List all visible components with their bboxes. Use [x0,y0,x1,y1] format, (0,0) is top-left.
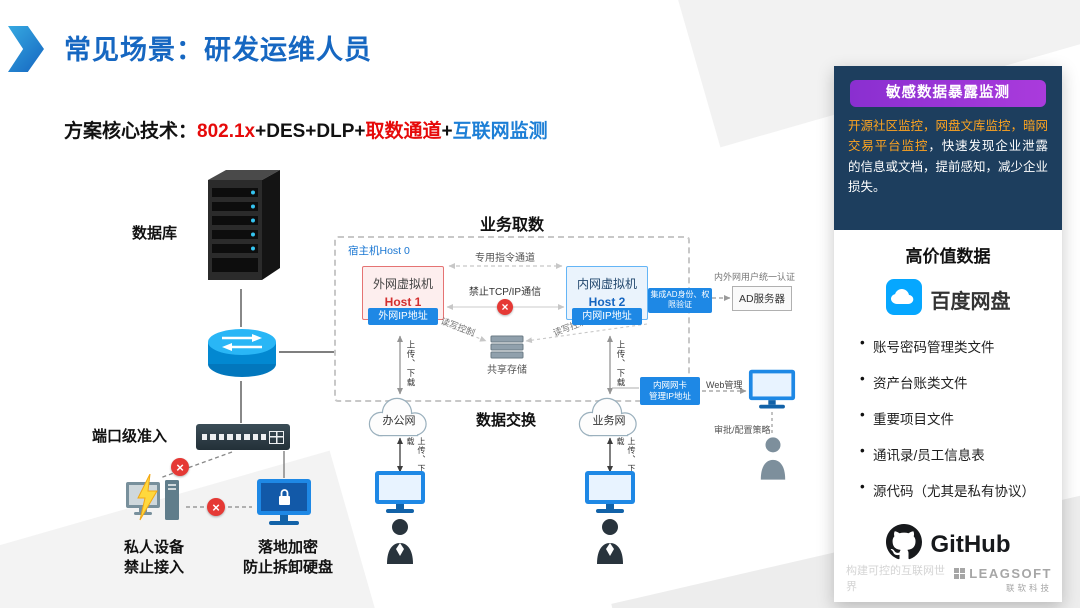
vm-external-host: Host 1 [384,295,422,309]
block-x-icon: × [207,498,225,516]
business-net-label: 业务网 [592,415,626,427]
github-label: GitHub [930,530,1011,558]
updown-label: 上传、下载 [616,437,636,473]
tech-channel: 取数通道 [365,121,442,142]
tech-internet-monitor: 互联网监测 [452,121,548,142]
github-icon [885,524,922,565]
tech-des-dlp: +DES+DLP+ [255,121,366,142]
vm-internal-host: Host 2 [588,295,626,309]
block-x-icon: × [497,299,513,315]
shared-storage-icon [489,334,525,365]
shared-storage-label: 共享存储 [487,365,527,376]
disk-encrypt-label: 落地加密 防止拆卸硬盘 [242,539,333,577]
admin-person-icon [758,436,788,485]
vm-internal-name: 内网虚拟机 [576,277,637,291]
right-panel: 敏感数据暴露监测 开源社区监控，网盘文库监控，暗网交易平台监控，快速发现企业泄露… [834,66,1062,602]
approval-label: 审批/配置策略 [714,425,771,435]
ad-unified-label: 内外网用户统一认证 [714,272,796,282]
host0-label: 宿主机Host 0 [348,245,410,257]
panel-header-badge: 敏感数据暴露监测 [850,80,1046,107]
nic-mgmt-chip: 内网网卡 管理IP地址 [640,377,700,406]
baidu-netdisk-row: 百度网盘 [834,279,1062,320]
list-item: 账号密码管理类文件 [860,335,1062,356]
tech-8021x: 802.1x [197,121,256,142]
vm-external-ip-chip: 外网IP地址 [368,308,438,325]
router-icon [204,326,280,385]
tech-plus: + [441,121,453,142]
vm-internal-ip-chip: 内网IP地址 [572,308,642,325]
ad-integrate-chip: 集成AD身份、权限验证 [648,288,712,313]
leagsoft-logo: LEAGSOFT 联软科技 [954,566,1052,594]
panel-dark-section: 敏感数据暴露监测 开源社区监控，网盘文库监控，暗网交易平台监控，快速发现企业泄露… [834,66,1062,230]
database-label: 数据库 [132,225,178,242]
updown-label: 上传、下载 [616,340,626,388]
updown-label: 上传、下载 [406,437,426,473]
business-cloud-icon [576,396,642,443]
panel-body-highlight: 开源社区监控，网盘文库监控，暗网交易平台监控 [848,119,1049,154]
list-item: 通讯录/员工信息表 [860,443,1062,464]
panel-footer: 构建可控的互联网世界 LEAGSOFT 联软科技 [846,562,1052,594]
forbid-tcpip-label: 禁止TCP/IP通信 [468,287,542,298]
list-item: 重要项目文件 [860,407,1062,428]
leagsoft-name: LEAGSOFT [969,566,1052,581]
page-title: 常见场景：研发运维人员 [64,35,372,65]
private-pc-icon [126,473,182,539]
block-x-icon: × [171,458,189,476]
database-server-icon [192,158,288,293]
office-cloud-icon [366,396,432,443]
port-admission-label: 端口级准入 [92,428,168,445]
web-monitor-icon [748,368,796,417]
panel-white-section: 高价值数据 百度网盘 账号密码管理类文件 资产台账类文件 重要项目文件 通讯录/… [834,230,1062,602]
github-row: GitHub [834,524,1062,565]
ad-server-box: AD服务器 [732,286,792,311]
baidu-netdisk-label: 百度网盘 [930,291,1011,313]
channel-label: 专用指令通道 [475,253,535,264]
panel-body-rest: ，快速发现企业泄露的信息或文档，提前感知，减少企业损失。 [848,139,1049,194]
updown-label: 上传、下载 [406,340,416,388]
office-monitor-icon [374,470,426,521]
watermark-text: 构建可控的互联网世界 [846,565,945,593]
business-monitor-icon [584,470,636,521]
baidu-netdisk-icon [885,279,922,320]
section-title: 业务取数 [479,217,544,234]
switch-icon [196,424,290,450]
panel-body-text: 开源社区监控，网盘文库监控，暗网交易平台监控，快速发现企业泄露的信息或文档，提前… [834,107,1062,197]
office-person-icon [384,518,416,569]
tech-line: 方案核心技术：802.1x+DES+DLP+取数通道+互联网监测 [64,116,548,143]
vm-external-name: 外网虚拟机 [372,277,433,291]
web-mgmt-label: Web管理 [706,380,743,390]
office-net-label: 办公网 [382,415,416,427]
list-item: 源代码（尤其是私有协议） [860,479,1062,500]
high-value-list: 账号密码管理类文件 资产台账类文件 重要项目文件 通讯录/员工信息表 源代码（尤… [834,335,1062,500]
tech-prefix: 方案核心技术： [64,121,198,142]
leagsoft-mark-icon [954,568,966,579]
business-person-icon [594,518,626,569]
title-chevron-icon [8,26,44,72]
bg-shape-bottom-left [0,450,391,608]
data-exchange-label: 数据交换 [475,412,536,429]
encrypted-monitor-icon [256,478,312,537]
leagsoft-sub: 联软科技 [1005,583,1052,593]
private-device-label: 私人设备 禁止接入 [123,539,184,577]
high-value-data-title: 高价值数据 [905,247,991,266]
list-item: 资产台账类文件 [860,371,1062,392]
